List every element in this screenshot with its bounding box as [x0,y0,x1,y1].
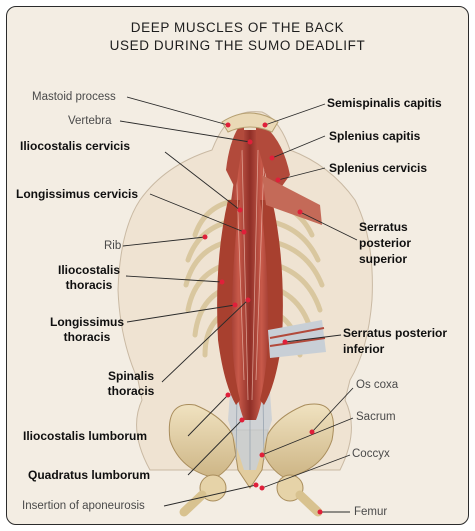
label-insertion-of-aponeurosis: Insertion of aponeurosis [22,499,145,513]
leader-semispinalis-capitis [265,104,325,125]
label-splenius-cervicis: Splenius cervicis [329,161,427,175]
label-iliocostalis-thoracis-line-1: Iliocostalis [54,263,124,277]
label-iliocostalis-cervicis: Iliocostalis cervicis [20,139,130,153]
label-iliocostalis-thoracis-line-2: thoracis [54,278,124,292]
label-longissimus-cervicis: Longissimus cervicis [16,187,138,201]
label-rib: Rib [104,239,121,253]
label-serratus-posterior-superior-line-2: posterior [359,236,411,250]
label-longissimus-thoracis-line-2: thoracis [47,330,127,344]
label-splenius-capitis: Splenius capitis [329,129,420,143]
label-serratus-posterior-inferior-line-1: Serratus posterior [343,326,447,340]
label-iliocostalis-lumborum: Iliocostalis lumborum [23,429,147,443]
label-serratus-posterior-inferior-line-2: inferior [343,342,384,356]
label-mastoid-process: Mastoid process [32,90,116,104]
label-os-coxa: Os coxa [356,378,398,392]
label-femur: Femur [354,505,387,519]
leader-mastoid-process [127,97,228,125]
label-vertebra: Vertebra [68,114,111,128]
label-spinalis-thoracis-line-2: thoracis [100,384,162,398]
label-coccyx: Coccyx [352,447,390,461]
label-serratus-posterior-superior-line-1: Serratus [359,220,408,234]
label-longissimus-thoracis-line-1: Longissimus [47,315,127,329]
label-semispinalis-capitis: Semispinalis capitis [327,96,442,110]
label-quadratus-lumborum: Quadratus lumborum [28,468,150,482]
label-spinalis-thoracis-line-1: Spinalis [100,369,162,383]
label-sacrum: Sacrum [356,410,396,424]
label-serratus-posterior-superior-line-3: superior [359,252,407,266]
